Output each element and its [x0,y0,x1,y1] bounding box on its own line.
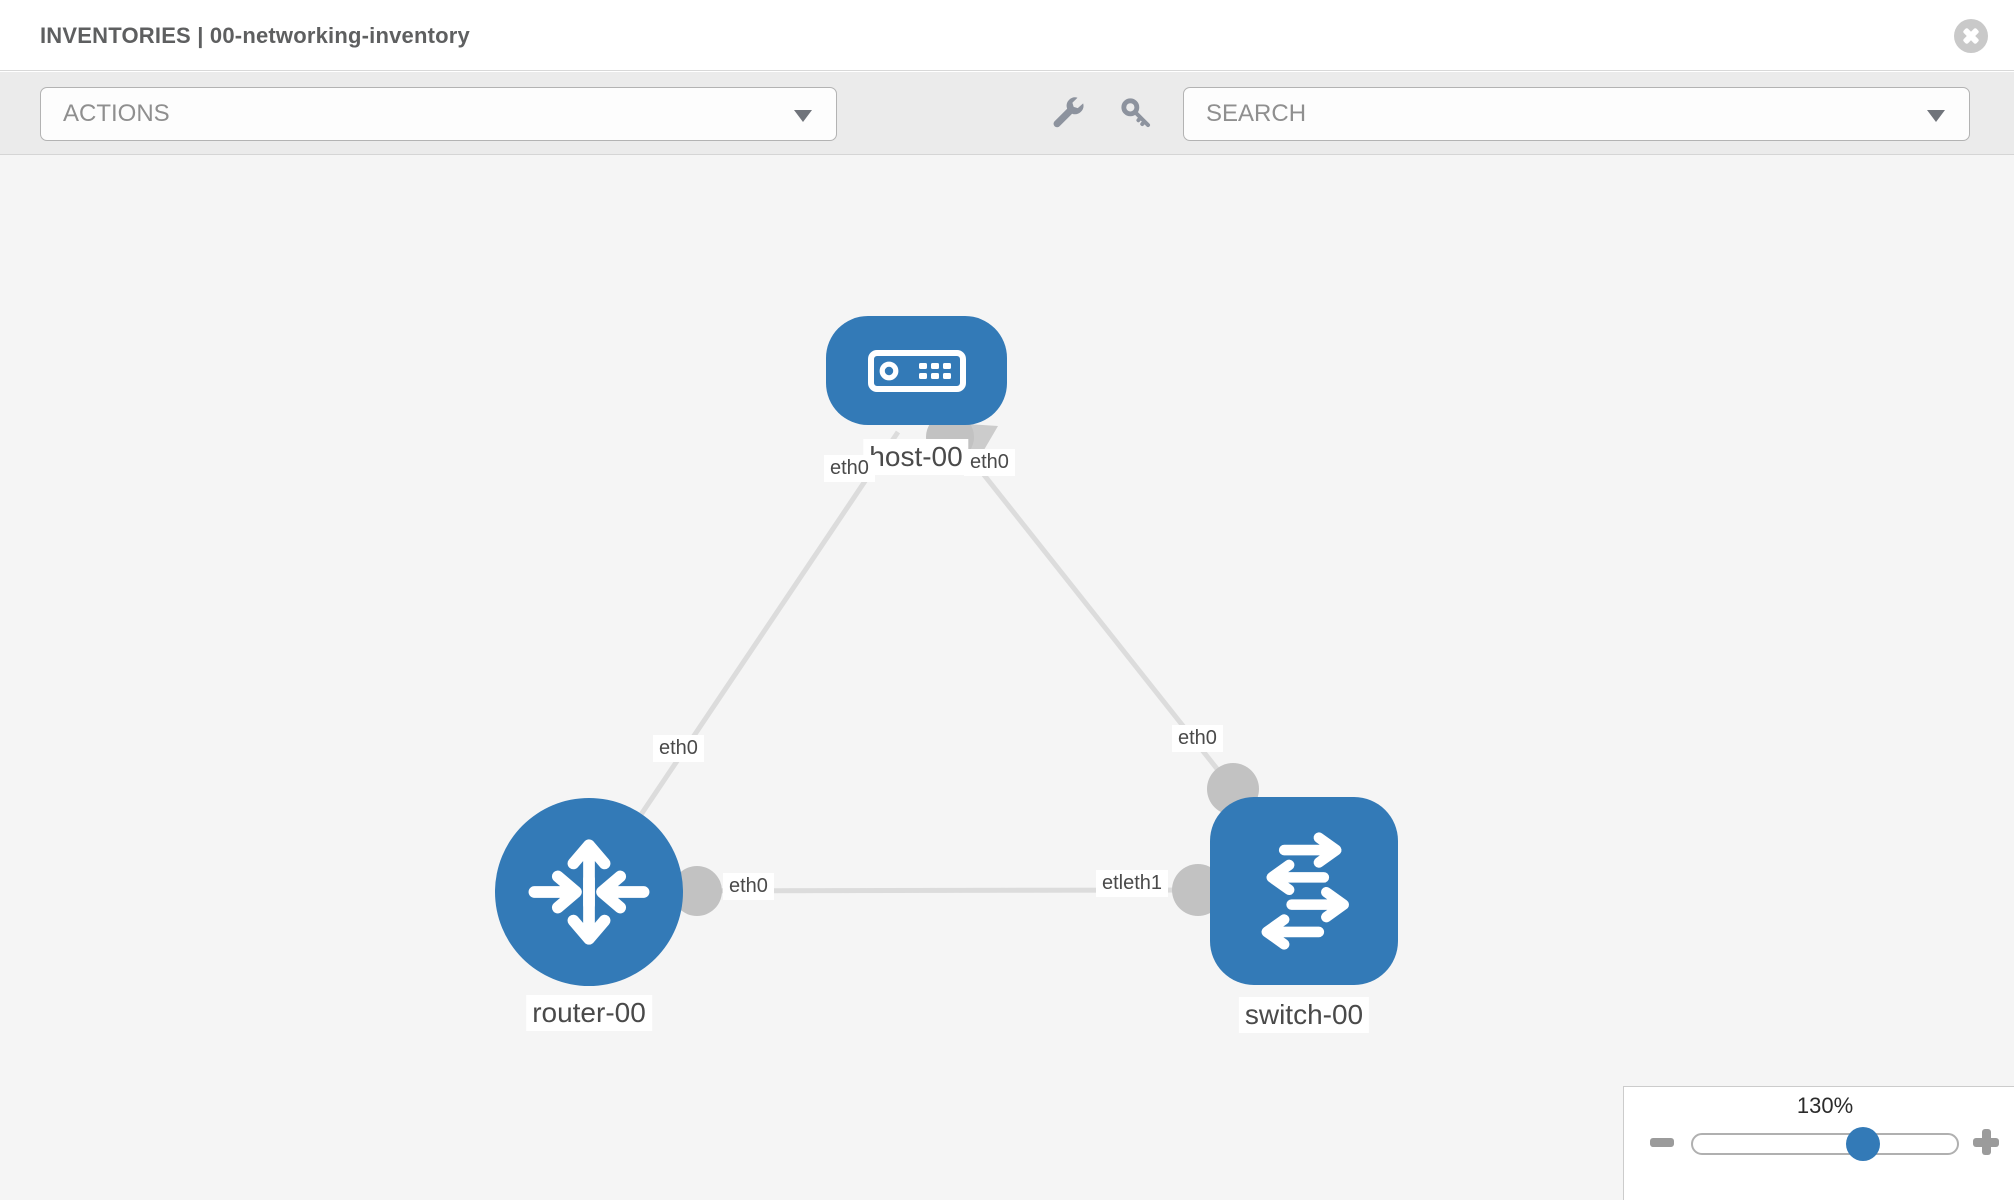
key-icon-glyph [1121,98,1151,128]
if-label-host-eth0-right: eth0 [964,449,1015,476]
zoom-panel: 130% [1623,1086,2014,1200]
node-label-host[interactable]: host-00 [863,439,969,475]
wrench-icon-glyph [1053,97,1084,128]
if-label-router-eth0-uplink: eth0 [653,735,704,762]
node-label-router[interactable]: router-00 [526,995,652,1031]
chevron-down-icon [1927,110,1945,122]
zoom-slider-thumb[interactable] [1846,1127,1880,1161]
switch-icon [1261,832,1349,950]
actions-dropdown-label: ACTIONS [63,100,170,127]
interface-connector-router[interactable] [672,866,722,916]
router-icon [528,839,650,945]
zoom-in-icon[interactable] [1973,1129,1999,1155]
page-title: INVENTORIES | 00-networking-inventory [40,23,470,48]
topology-canvas[interactable]: host-00 router-00 switch-00 eth0 eth0 et… [0,155,2014,1200]
actions-dropdown[interactable]: ACTIONS [40,87,837,141]
zoom-slider-track[interactable] [1691,1133,1959,1155]
if-label-switch-eth0-uplink: eth0 [1172,725,1223,752]
if-label-host-eth0-left: eth0 [824,455,875,482]
zoom-out-icon[interactable] [1650,1138,1674,1147]
chevron-down-icon [794,110,812,122]
node-label-switch[interactable]: switch-00 [1238,997,1370,1033]
if-label-router-eth0-lan: eth0 [723,873,774,900]
node-host-00[interactable] [826,316,1007,425]
toolbar: ACTIONS SEARCH [0,72,2014,155]
links-layer [586,413,1259,916]
search-dropdown[interactable]: SEARCH [1183,87,1970,141]
zoom-level-value: 130% [1796,1093,1854,1118]
node-router-00[interactable] [495,798,683,986]
wrench-icon[interactable] [1040,85,1096,141]
window-header: INVENTORIES | 00-networking-inventory [0,0,2014,71]
close-icon[interactable] [1954,19,1988,53]
search-dropdown-label: SEARCH [1206,100,1307,127]
server-icon [867,349,966,392]
node-switch-00[interactable] [1210,797,1398,985]
key-icon[interactable] [1108,85,1164,141]
if-label-switch-eth1-lan: etleth1 [1096,870,1169,897]
